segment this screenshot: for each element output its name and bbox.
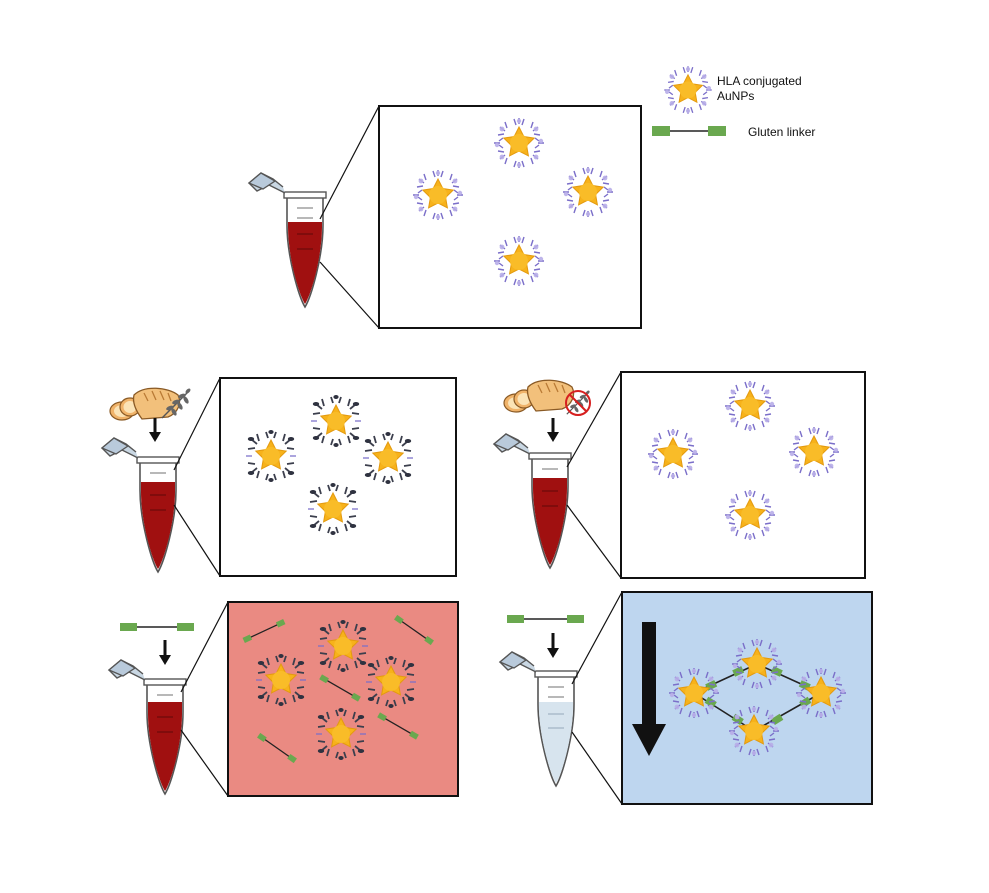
linker-icon-bottom-left (120, 623, 194, 631)
bread-icon-right (503, 379, 575, 413)
tube-icon-top (248, 172, 327, 308)
tube-icon-bottom-right (499, 651, 578, 787)
panel-gluten-bound (219, 377, 457, 577)
tube-icon-mid-left (101, 437, 180, 573)
legend-label-linker: Gluten linker (748, 125, 816, 139)
arrow-down-icon-bottom-right (547, 633, 559, 658)
bread-icon-left (109, 387, 181, 421)
zoom-lines-bottom-right (571, 591, 623, 805)
legend-aunp-icon (663, 65, 713, 115)
tube-icon-bottom-left (108, 659, 187, 795)
sedimentation-arrow-icon (632, 622, 666, 756)
arrow-down-icon-bottom-left (159, 640, 171, 665)
zoom-lines-mid-right (566, 371, 622, 579)
panel-blue-aggregated (621, 591, 873, 805)
arrow-down-icon-mid-right (547, 418, 559, 442)
linker-icon-bottom-right (507, 615, 584, 623)
zoom-lines-top (319, 105, 380, 329)
no-wheat-icon (565, 389, 591, 416)
legend-aunp-line2: AuNPs (717, 89, 755, 103)
tube-icon-mid-right (493, 433, 572, 569)
arrow-down-icon-mid-left (149, 418, 161, 442)
legend-aunp-line1: HLA conjugated (717, 74, 802, 88)
zoom-lines-mid-left (173, 377, 221, 577)
legend-linker-icon (652, 126, 726, 136)
legend-label-aunp: HLA conjugated AuNPs (717, 74, 802, 104)
zoom-lines-bottom-left (180, 601, 229, 797)
